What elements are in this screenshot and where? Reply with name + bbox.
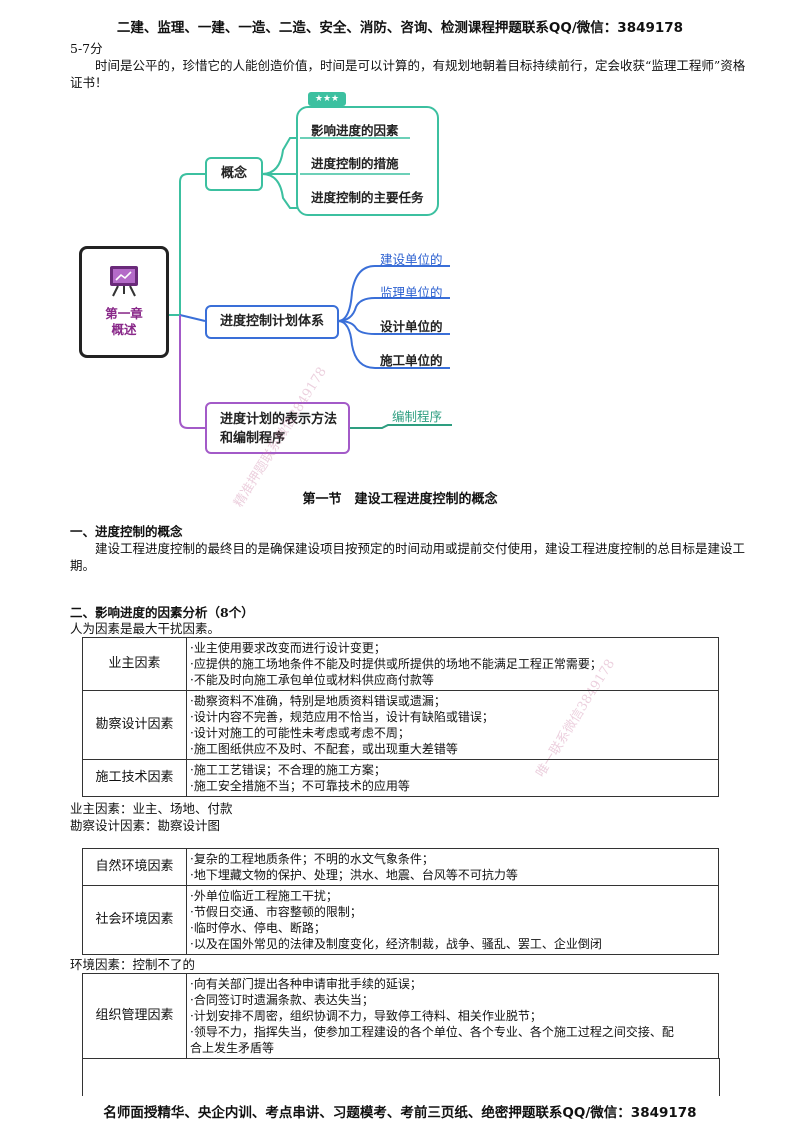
branch-concept: 概念 — [205, 157, 263, 191]
page-footer: 名师面授精华、央企内训、考点串讲、习题模考、考前三页纸、绝密押题联系QQ/微信：… — [103, 1105, 697, 1121]
leaf-owner: 建设单位的 — [380, 252, 443, 267]
table-row: 业主因素 ·业主使用要求改变而进行设计变更； ·应提供的施工场地条件不能及时提供… — [82, 637, 719, 691]
factor-table-1: 业主因素 ·业主使用要求改变而进行设计变更； ·应提供的施工场地条件不能及时提供… — [82, 637, 719, 797]
leaf-main-tasks: 进度控制的主要任务 — [311, 190, 424, 205]
factor-name: 施工技术因素 — [82, 759, 187, 797]
factor-item: ·业主使用要求改变而进行设计变更； — [190, 641, 386, 655]
score-note: 5-7分 — [70, 41, 103, 56]
root-subtitle: 概述 — [111, 322, 137, 337]
root-title: 第一章 — [105, 306, 143, 321]
factor-items: ·向有关部门提出各种申请审批手续的延误； ·合同签订时遗漏条款、表达失当； ·计… — [186, 973, 719, 1059]
environment-factor-note: 环境因素：控制不了的 — [70, 957, 196, 972]
leaf-designer: 设计单位的 — [380, 319, 443, 334]
factor-item: ·地下埋藏文物的保护、处理；洪水、地震、台风等不可抗力等 — [190, 868, 518, 882]
concept-paragraph: 建设工程进度控制的最终目的是确保建设项目按预定的时间动用或提前交付使用，建设工程… — [70, 541, 746, 573]
mindmap-connectors — [168, 137, 452, 429]
factor-item: ·领导不力，指挥失当，使参加工程建设的各个单位、各个专业、各个施工过程之间交接、… — [190, 1025, 674, 1039]
section-title: 第一节 建设工程进度控制的概念 — [302, 492, 498, 507]
factor-items: ·业主使用要求改变而进行设计变更； ·应提供的施工场地条件不能及时提供或所提供的… — [186, 637, 719, 691]
table-row: 自然环境因素 ·复杂的工程地质条件；不明的水文气象条件； ·地下埋藏文物的保护、… — [82, 848, 719, 886]
table-row: 勘察设计因素 ·勘察资料不准确，特别是地质资料错误或遗漏； ·设计内容不完善，规… — [82, 690, 719, 760]
factor-item: ·勘察资料不准确，特别是地质资料错误或遗漏； — [190, 694, 446, 708]
factor-item: ·外单位临近工程施工干扰； — [190, 889, 338, 903]
branch-plan-system: 进度控制计划体系 — [205, 305, 339, 339]
table-row: 施工技术因素 ·施工工艺错误；不合理的施工方案； ·施工安全措施不当；不可靠技术… — [82, 759, 719, 797]
factor-name: 勘察设计因素 — [82, 690, 187, 760]
leaf-contractor: 施工单位的 — [380, 353, 443, 368]
factor-items: ·施工工艺错误；不合理的施工方案； ·施工安全措施不当；不可靠技术的应用等 — [186, 759, 719, 797]
table-continuation — [82, 1058, 720, 1096]
table-row: 社会环境因素 ·外单位临近工程施工干扰； ·节假日交通、市容整顿的限制； ·临时… — [82, 885, 719, 955]
factor-item: ·施工工艺错误；不合理的施工方案； — [190, 763, 386, 777]
branch-representation-line1: 进度计划的表示方法 — [220, 412, 338, 427]
factor-name: 组织管理因素 — [82, 973, 187, 1059]
branch-representation: 进度计划的表示方法 和编制程序 — [205, 402, 350, 454]
intro-paragraph: 时间是公平的，珍惜它的人能创造价值，时间是可以计算的，有规划地朝着目标持续前行，… — [70, 58, 746, 90]
factor-item: ·设计内容不完善，规范应用不恰当，设计有缺陷或错误； — [190, 710, 494, 724]
factor-name: 自然环境因素 — [82, 848, 187, 886]
page-header: 二建、监理、一建、一造、二造、安全、消防、咨询、检测课程押题联系QQ/微信：38… — [116, 20, 684, 36]
leaf-control-measures: 进度控制的措施 — [311, 156, 399, 171]
factor-item: ·应提供的施工场地条件不能及时提供或所提供的场地不能满足工程正常需要； — [190, 657, 602, 671]
factor-item: ·以及在国外常见的法律及制度变化，经济制裁，战争、骚乱、罢工、企业倒闭 — [190, 937, 602, 951]
heading-concept: 一、进度控制的概念 — [70, 524, 183, 539]
mindmap-root: 第一章 概述 — [79, 246, 169, 358]
factor-item: ·向有关部门提出各种申请审批手续的延误； — [190, 977, 422, 991]
factor-item: ·不能及时向施工承包单位或材料供应商付款等 — [190, 673, 434, 687]
design-factor-note: 勘察设计因素：勘察设计图 — [70, 818, 221, 833]
factor-items: ·外单位临近工程施工干扰； ·节假日交通、市容整顿的限制； ·临时停水、停电、断… — [186, 885, 719, 955]
factor-items: ·复杂的工程地质条件；不明的水文气象条件； ·地下埋藏文物的保护、处理；洪水、地… — [186, 848, 719, 886]
concept-group-frame — [296, 106, 439, 216]
factor-table-2: 自然环境因素 ·复杂的工程地质条件；不明的水文气象条件； ·地下埋藏文物的保护、… — [82, 848, 719, 955]
factor-item: ·合同签订时遗漏条款、表达失当； — [190, 993, 374, 1007]
factor-item: ·节假日交通、市容整顿的限制； — [190, 905, 362, 919]
owner-factor-note: 业主因素：业主、场地、付款 — [70, 801, 233, 816]
factor-item: ·施工安全措施不当；不可靠技术的应用等 — [190, 779, 410, 793]
leaf-compile-procedure: 编制程序 — [392, 409, 443, 424]
factor-items: ·勘察资料不准确，特别是地质资料错误或遗漏； ·设计内容不完善，规范应用不恰当，… — [186, 690, 719, 760]
factor-item: ·计划安排不周密，组织协调不力，导致停工待料、相关作业脱节； — [190, 1009, 542, 1023]
factor-item: 合上发生矛盾等 — [190, 1041, 275, 1055]
table-row: 组织管理因素 ·向有关部门提出各种申请审批手续的延误； ·合同签订时遗漏条款、表… — [82, 973, 719, 1059]
human-factor-note: 人为因素是最大干扰因素。 — [70, 621, 221, 636]
leaf-supervisor: 监理单位的 — [380, 285, 443, 300]
factor-item: ·施工图纸供应不及时、不配套，或出现重大差错等 — [190, 742, 458, 756]
presentation-board-icon — [110, 266, 138, 297]
heading-factors: 二、影响进度的因素分析（8个） — [70, 605, 254, 620]
factor-item: ·复杂的工程地质条件；不明的水文气象条件； — [190, 852, 434, 866]
factor-table-3: 组织管理因素 ·向有关部门提出各种申请审批手续的延误； ·合同签订时遗漏条款、表… — [82, 973, 719, 1059]
branch-representation-line2: 和编制程序 — [220, 431, 286, 446]
leaf-influence-factors: 影响进度的因素 — [311, 123, 399, 138]
importance-badge: ★★★ — [308, 92, 346, 106]
factor-name: 业主因素 — [82, 637, 187, 691]
factor-item: ·临时停水、停电、断路； — [190, 921, 326, 935]
factor-item: ·设计对施工的可能性未考虑或考虑不周； — [190, 726, 410, 740]
factor-name: 社会环境因素 — [82, 885, 187, 955]
